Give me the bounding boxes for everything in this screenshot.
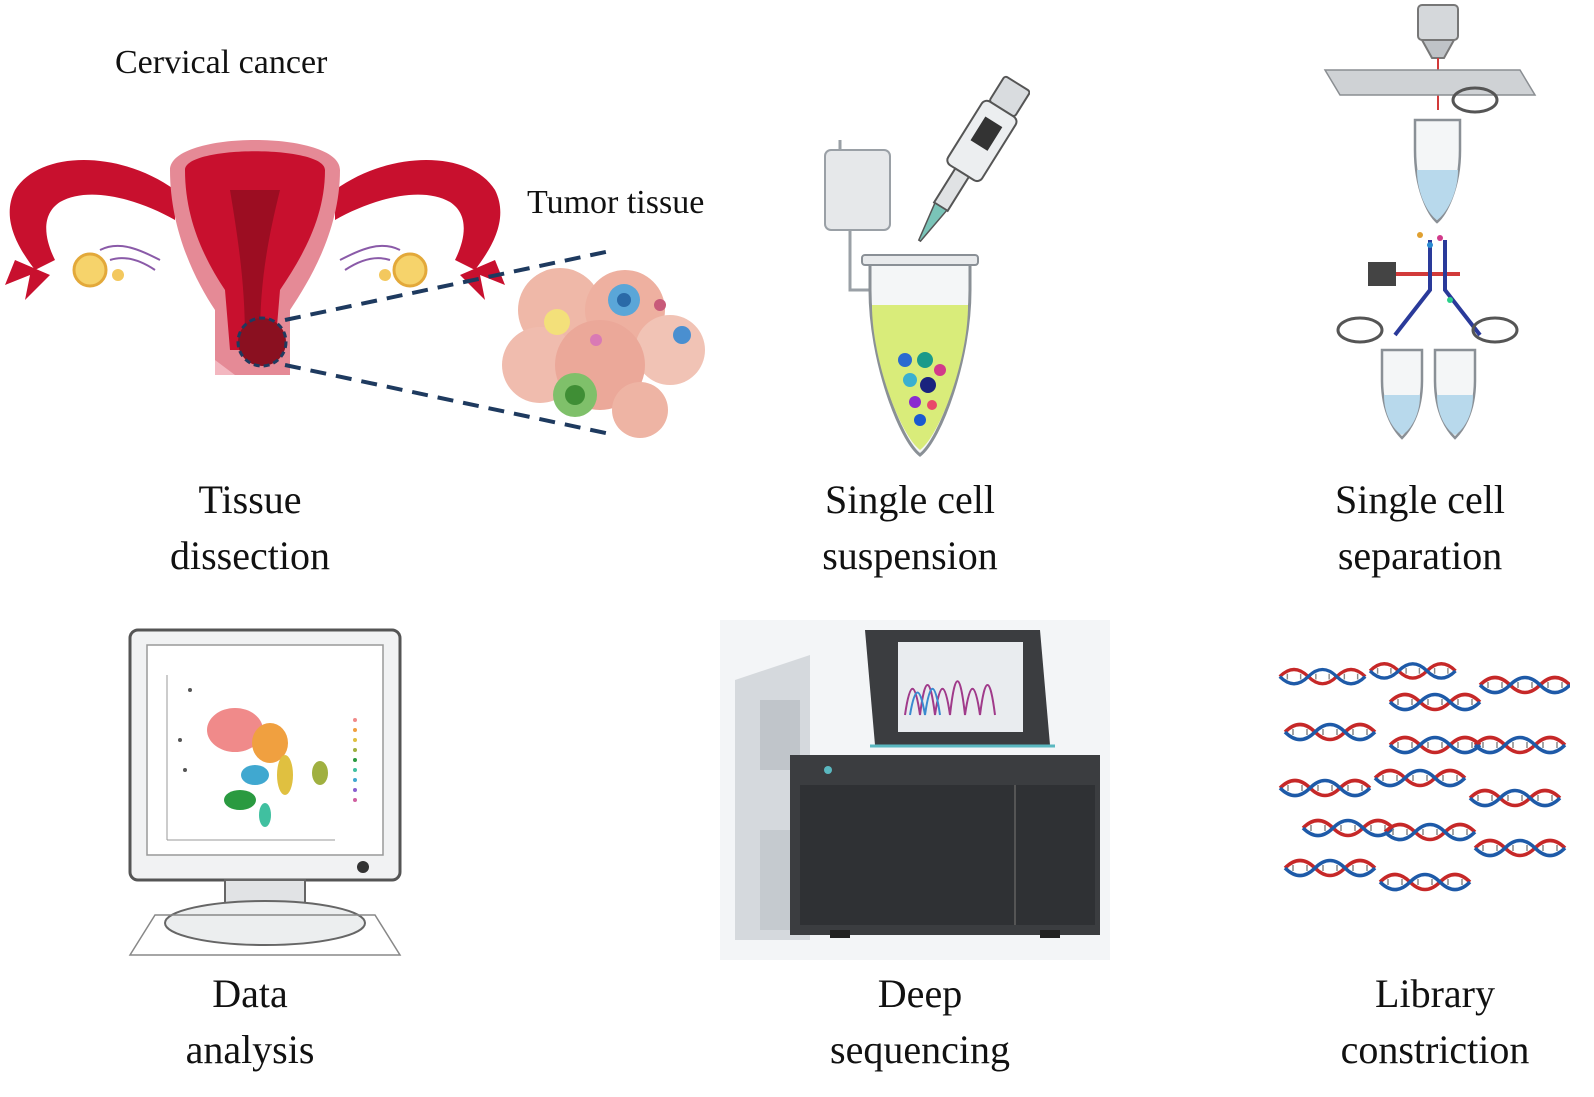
left-ovary xyxy=(72,252,108,288)
tumor-tissue-label: Tumor tissue xyxy=(527,184,705,221)
zoom-line-bottom xyxy=(284,363,616,437)
zoom-line-top xyxy=(284,248,616,322)
dna-strand-icon xyxy=(1283,858,1377,878)
cells-in-suspension xyxy=(898,352,946,426)
cervical-cancer-label: Cervical cancer xyxy=(115,44,328,81)
dna-strand-icon xyxy=(1368,662,1458,680)
tumor-tissue-cells xyxy=(502,268,705,438)
tumor-site xyxy=(236,316,288,368)
pipette-icon xyxy=(917,75,1030,243)
dna-strand-icon xyxy=(1478,675,1570,695)
caption-deep-sequencing: Deep sequencing xyxy=(830,971,1010,1072)
caption-single-cell-separation: Single cell separation xyxy=(1335,477,1505,578)
dna-strand-icon xyxy=(1301,818,1395,838)
dna-strand-icon xyxy=(1283,722,1377,742)
caption-library-constriction: Library constriction xyxy=(1340,971,1530,1072)
dna-library-illustration xyxy=(1278,662,1570,892)
caption-single-cell-suspension: Single cell suspension xyxy=(822,477,998,578)
dna-strand-icon xyxy=(1388,735,1482,755)
dna-strand-icon xyxy=(1278,667,1367,686)
caption-data-analysis: Data analysis xyxy=(185,971,315,1072)
dna-strand-icon xyxy=(1378,872,1472,892)
dna-strand-icon xyxy=(1373,768,1467,788)
suspension-illustration xyxy=(824,75,1030,457)
left-fallopian-tube xyxy=(9,160,175,270)
umap-clusters xyxy=(178,688,328,827)
dna-strand-icon xyxy=(1278,778,1372,798)
caption-tissue-dissection: Tissue dissection xyxy=(170,477,330,578)
right-ovary xyxy=(392,252,428,288)
separation-illustration xyxy=(1323,4,1537,440)
dna-strand-icon xyxy=(1473,838,1567,858)
dna-strand-icon xyxy=(1468,788,1562,808)
plot-legend xyxy=(353,718,357,802)
uterus-illustration xyxy=(5,140,705,438)
computer-monitor-illustration xyxy=(128,628,402,956)
power-button-icon xyxy=(357,861,369,873)
right-fallopian-tube xyxy=(335,160,501,270)
sequencer-illustration xyxy=(720,620,1110,960)
dna-strand-icon xyxy=(1388,692,1482,712)
dna-strand-icon xyxy=(1383,822,1477,842)
dna-strand-icon xyxy=(1473,735,1567,755)
